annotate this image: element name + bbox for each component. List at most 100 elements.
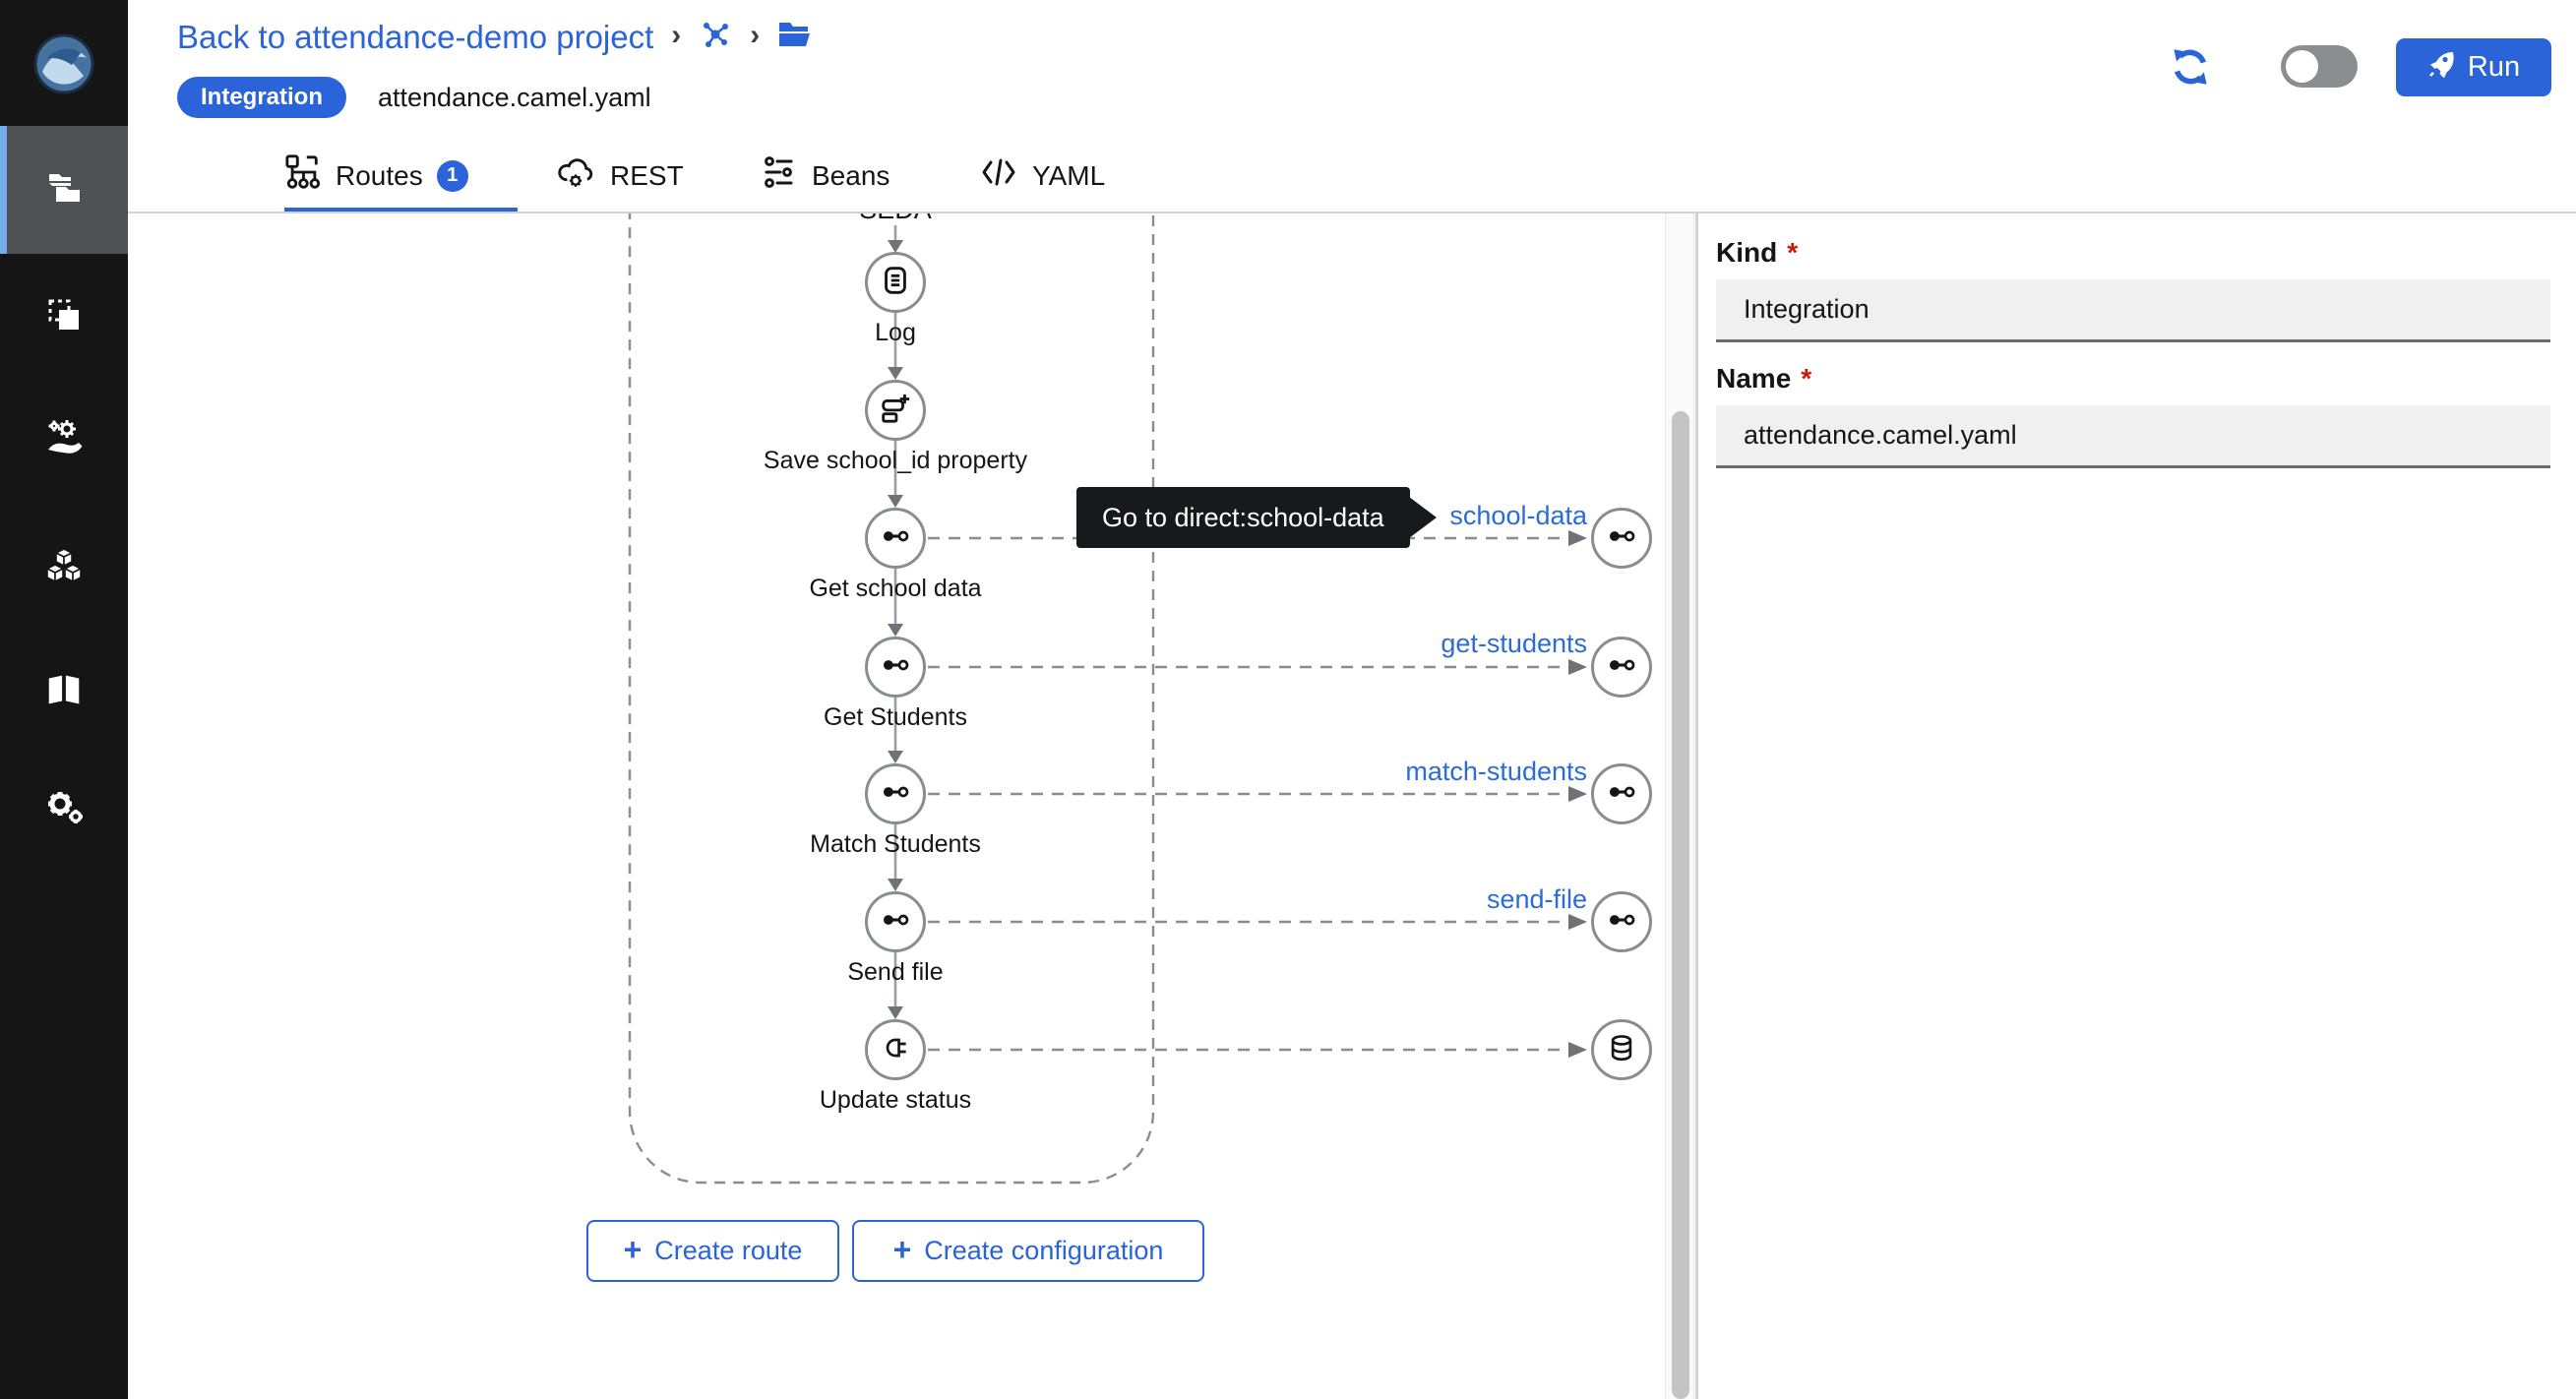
direct-endpoint-icon <box>1606 520 1637 557</box>
sidebar-item-knowledgebase[interactable] <box>0 628 128 756</box>
endpoint-link-match-students[interactable]: match-students <box>1405 757 1587 786</box>
endpoint-link-get-students[interactable]: get-students <box>1441 629 1587 658</box>
plug-icon <box>880 1032 911 1068</box>
active-accent-bar <box>0 126 7 254</box>
node-label[interactable]: Get school data <box>809 575 982 602</box>
clipped-node-label: SEDA <box>859 213 932 226</box>
node-log[interactable] <box>865 252 926 313</box>
open-filename: attendance.camel.yaml <box>378 83 651 112</box>
app-logo[interactable] <box>0 30 128 102</box>
direct-endpoint-icon <box>880 520 911 557</box>
create-route-button[interactable]: + Create route <box>586 1220 839 1282</box>
back-to-project-link[interactable]: Back to attendance-demo project <box>177 18 654 55</box>
sidebar-item-projects[interactable] <box>0 126 128 254</box>
sidebar <box>0 0 128 1399</box>
required-asterisk: * <box>1801 363 1812 394</box>
scrollbar-thumb[interactable] <box>1672 411 1689 1399</box>
node-match-students[interactable] <box>865 763 926 824</box>
breadcrumb: Back to attendance-demo project › › <box>177 18 813 56</box>
tab-routes[interactable]: Routes 1 <box>284 140 468 212</box>
toggle-knob <box>2286 50 2318 83</box>
components-cubes-icon <box>43 545 85 591</box>
node-database-endpoint[interactable] <box>1591 1019 1652 1080</box>
knowledgebase-book-icon <box>43 669 85 715</box>
node-update-status[interactable] <box>865 1019 926 1080</box>
node-label[interactable]: Update status <box>819 1086 972 1114</box>
node-send-file-endpoint[interactable] <box>1591 891 1652 952</box>
tab-routes-label: Routes <box>336 159 423 191</box>
create-route-label: Create route <box>654 1236 803 1265</box>
node-label[interactable]: Match Students <box>810 830 981 858</box>
tab-rest-label: REST <box>610 159 684 191</box>
node-send-file[interactable] <box>865 891 926 952</box>
run-toggle-switch[interactable] <box>2281 45 2358 88</box>
routes-count-badge: 1 <box>436 159 468 192</box>
kind-input[interactable] <box>1716 279 2550 342</box>
tab-beans-label: Beans <box>812 159 890 191</box>
clone-icon <box>44 295 84 339</box>
tabs-bottom-border <box>128 212 2576 213</box>
plus-icon: + <box>623 1231 643 1267</box>
create-configuration-label: Create configuration <box>924 1236 1164 1265</box>
kind-label-text: Kind <box>1716 237 1778 268</box>
direct-endpoint-icon <box>880 649 911 686</box>
create-configuration-button[interactable]: + Create configuration <box>852 1220 1204 1282</box>
projects-folders-icon <box>44 168 84 213</box>
direct-endpoint-icon <box>880 904 911 941</box>
panel-divider <box>1695 213 1698 1399</box>
tab-yaml-label: YAML <box>1032 159 1106 191</box>
endpoint-link-send-file[interactable]: send-file <box>1486 884 1587 914</box>
properties-panel: Kind* Name* <box>1698 213 2576 1399</box>
rocket-icon <box>2427 50 2455 86</box>
breadcrumb-chevron: › <box>750 18 761 51</box>
settings-gears-icon <box>42 785 86 833</box>
plus-icon: + <box>892 1231 912 1267</box>
routes-icon <box>284 153 322 198</box>
sidebar-item-services[interactable] <box>0 377 128 505</box>
breadcrumb-chevron: › <box>671 18 682 51</box>
tab-beans[interactable]: Beans <box>763 140 889 212</box>
endpoint-link-school-data[interactable]: school-data <box>1449 501 1587 530</box>
direct-endpoint-icon <box>880 776 911 813</box>
route-canvas[interactable]: SEDA Log Save school_id property Get sch… <box>128 213 1665 1399</box>
services-icon <box>42 417 86 465</box>
direct-endpoint-icon <box>1606 649 1637 686</box>
kind-field-label: Kind* <box>1716 237 1798 269</box>
run-button-label: Run <box>2467 51 2521 83</box>
rest-cloud-gear-icon <box>555 153 596 198</box>
node-label[interactable]: Send file <box>847 958 944 986</box>
direct-endpoint-icon <box>1606 904 1637 941</box>
tab-yaml[interactable]: YAML <box>979 140 1105 212</box>
database-icon <box>1606 1032 1637 1068</box>
integration-molecule-icon[interactable] <box>699 18 732 56</box>
canvas-scrollbar[interactable] <box>1665 213 1694 1399</box>
kind-badge: Integration <box>177 77 346 118</box>
name-input[interactable] <box>1716 405 2550 468</box>
sidebar-item-settings[interactable] <box>0 745 128 873</box>
direct-endpoint-icon <box>1606 776 1637 813</box>
refresh-icon[interactable] <box>2171 47 2210 87</box>
node-get-students[interactable] <box>865 637 926 698</box>
node-label[interactable]: Save school_id property <box>763 447 1028 474</box>
active-tab-underline <box>284 208 518 213</box>
camel-logo-icon <box>32 32 95 100</box>
yaml-code-icon <box>979 155 1018 196</box>
log-icon <box>879 264 912 302</box>
node-get-school-data[interactable] <box>865 508 926 569</box>
node-label[interactable]: Get Students <box>824 703 967 731</box>
node-label[interactable]: Log <box>875 319 916 346</box>
sidebar-item-templates[interactable] <box>0 253 128 381</box>
set-property-icon <box>879 392 912 430</box>
node-tooltip: Go to direct:school-data <box>1076 487 1437 548</box>
node-save-school-id-property[interactable] <box>865 380 926 441</box>
node-match-students-endpoint[interactable] <box>1591 763 1652 824</box>
header: Back to attendance-demo project › › <box>128 0 2576 213</box>
node-school-data-endpoint[interactable] <box>1591 508 1652 569</box>
sidebar-item-components[interactable] <box>0 504 128 632</box>
folder-icon[interactable] <box>777 20 813 54</box>
route-boundary <box>628 213 1155 1185</box>
tab-rest[interactable]: REST <box>555 140 684 212</box>
node-get-students-endpoint[interactable] <box>1591 637 1652 698</box>
run-button[interactable]: Run <box>2396 38 2551 96</box>
